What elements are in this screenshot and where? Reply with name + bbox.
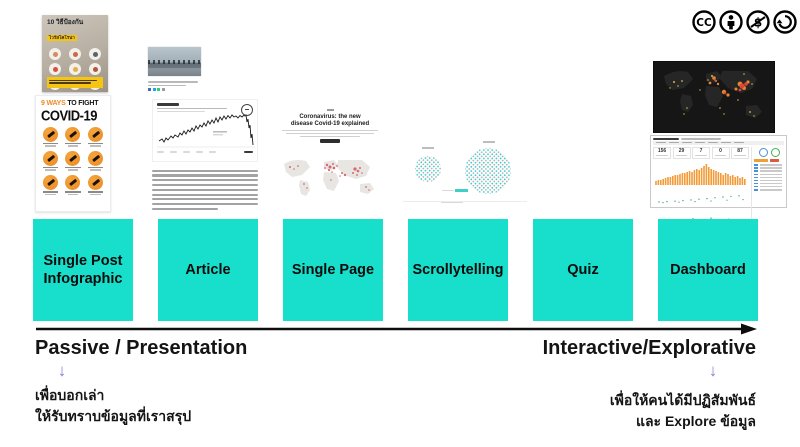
cluster-legend bbox=[441, 182, 471, 203]
format-box-dashboard: Dashboard bbox=[658, 219, 758, 321]
format-box-single-post-infographic: Single Post Infographic bbox=[33, 219, 133, 321]
dashboard-tab-strip bbox=[653, 140, 784, 145]
world-map-cases bbox=[284, 160, 374, 196]
single-page-headline: Coronavirus: the new disease Covid-19 ex… bbox=[290, 113, 370, 128]
dashboard-main-area: 156 29 7 0 87 bbox=[653, 146, 749, 227]
cluster-label-left bbox=[422, 147, 434, 149]
trend-dot-chart bbox=[658, 195, 744, 204]
axis-label-interactive: Interactive/Explorative bbox=[542, 337, 756, 359]
article-caption bbox=[148, 79, 201, 91]
sidebar-buttons bbox=[754, 158, 784, 163]
dashboard-title bbox=[653, 138, 784, 140]
dashboard-sidebar bbox=[751, 146, 784, 227]
note-interactive-purpose: เพื่อให้คนได้มีปฏิสัมพันธ์ และ Explore ข… bbox=[609, 392, 756, 429]
sidebar-country-list bbox=[754, 164, 784, 191]
market-index-line bbox=[157, 114, 255, 148]
down-arrow-icon: ↓ bbox=[708, 361, 718, 380]
sidebar-widget-icons bbox=[754, 147, 784, 157]
creative-commons-icon: CC bbox=[692, 10, 716, 34]
cc-license-badges: CC $ bbox=[692, 10, 797, 34]
poster-icon-grid bbox=[41, 126, 105, 195]
section-divider bbox=[403, 201, 527, 202]
article-hero-photo bbox=[148, 47, 201, 76]
poster-highlight-chip: ไวรัสโคโรนา bbox=[47, 35, 77, 42]
thumbnail-dark-world-map bbox=[654, 62, 774, 132]
cluster-label-right bbox=[483, 141, 495, 143]
thumbnail-infographic-thai-poster: 10 วิธีป้องกัน ไวรัสโคโรนา bbox=[42, 15, 108, 92]
thumbnail-infographic-covid-poster: 9 WAYS TO FIGHT COVID-19 bbox=[35, 95, 111, 212]
poster-footer-note bbox=[47, 77, 103, 88]
spectrum-axis-arrow bbox=[36, 323, 757, 335]
attribution-icon bbox=[719, 10, 743, 34]
share-alike-icon bbox=[773, 10, 797, 34]
social-share-icons bbox=[148, 88, 201, 91]
axis-label-passive: Passive / Presentation bbox=[35, 337, 248, 359]
thumbnail-single-page: Coronavirus: the new disease Covid-19 ex… bbox=[276, 108, 384, 200]
note-passive-purpose: เพื่อบอกเล่า ให้รับทราบข้อมูลที่เราสรุป bbox=[35, 387, 192, 424]
svg-text:CC: CC bbox=[696, 17, 712, 29]
article-body-text bbox=[152, 167, 258, 213]
stat-cards: 156 29 7 0 87 bbox=[653, 146, 749, 159]
poster-headline: 9 WAYS TO FIGHT bbox=[41, 100, 99, 107]
thumbnail-covid-dashboard: 156 29 7 0 87 bbox=[650, 135, 787, 227]
kicker-rule bbox=[326, 109, 334, 111]
non-commercial-icon: $ bbox=[746, 10, 770, 34]
poster-disease-title: COVID-19 bbox=[41, 106, 97, 124]
dot-cluster-small bbox=[415, 156, 441, 182]
format-box-scrollytelling: Scrollytelling bbox=[408, 219, 508, 321]
down-arrow-icon: ↓ bbox=[57, 361, 67, 380]
poster-title: 10 วิธีป้องกัน bbox=[47, 19, 84, 26]
dot-cluster-large bbox=[465, 148, 511, 194]
single-page-standfirst bbox=[276, 130, 384, 137]
epidemic-bar-chart bbox=[655, 163, 746, 185]
format-box-article: Article bbox=[158, 219, 258, 321]
article-line-chart bbox=[152, 99, 258, 162]
byline-chip bbox=[320, 139, 340, 143]
publisher-badge-icon bbox=[241, 104, 253, 116]
format-box-single-page: Single Page bbox=[283, 219, 383, 321]
thumbnail-scrollytelling bbox=[403, 136, 527, 203]
format-box-quiz: Quiz bbox=[533, 219, 633, 321]
